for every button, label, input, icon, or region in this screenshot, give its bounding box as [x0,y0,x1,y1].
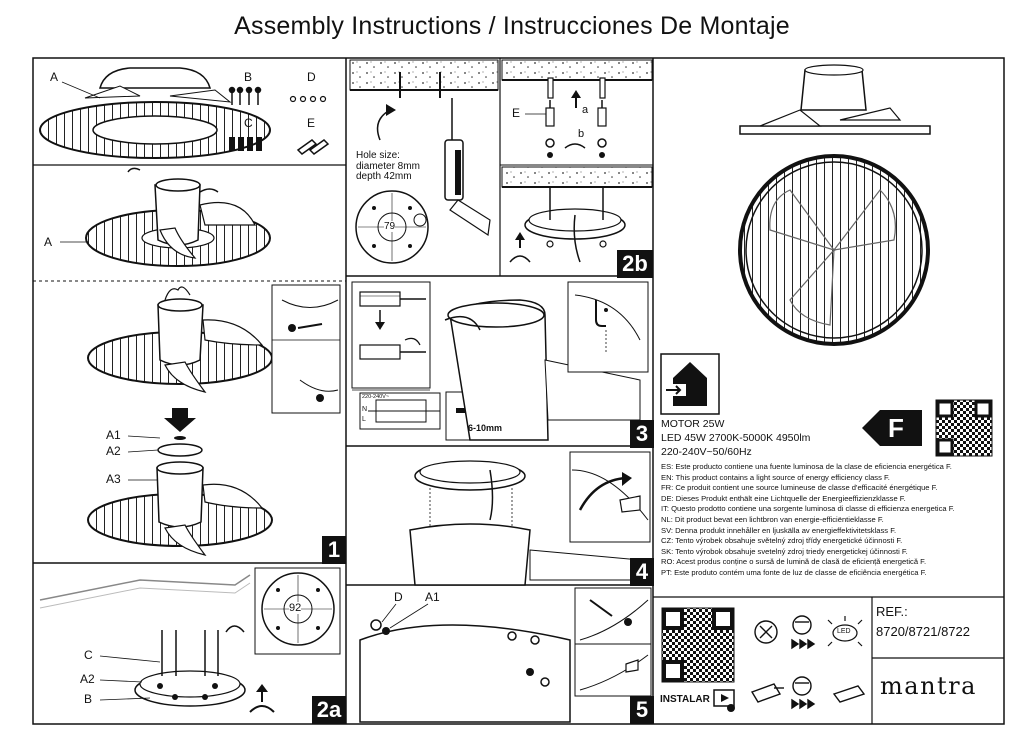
energy-line-es: ES: Este producto contiene una fuente lu… [661,462,952,471]
spec-voltage: 220-240V~50/60Hz [661,446,752,458]
label-b: B [84,692,93,706]
part-label-c: C [244,116,253,130]
led-icon-text: LED [837,628,851,635]
worker-icon [791,615,816,650]
step-number-4: 4 [630,558,654,586]
product-side-view [739,64,931,135]
label-e: E [512,106,521,120]
install-label: INSTALAR [660,694,710,705]
step-number-3: 3 [630,420,654,448]
label-a2: A2 [106,444,121,458]
label-a2-2a: A2 [80,672,95,686]
fan-label-a: A [44,235,53,249]
label-step-b: b [578,128,585,140]
energy-line-cz: CZ: Tento výrobek obsahuje světelný zdro… [661,536,903,546]
step-number-2a: 2a [312,696,346,724]
strip-length: 6-10mm [468,423,503,433]
label-d: D [394,590,403,604]
energy-line-sk: SK: Tento výrobok obsahuje svetelný zdro… [661,546,908,556]
part-label-d: D [307,70,316,84]
energy-line-ro: RO: Acest produs conține o sursă de lumi… [661,557,927,567]
install-qr-code-icon [661,607,735,683]
step1-drawing [87,284,341,556]
hole-depth: depth 42mm [356,171,412,182]
brand-logo: mantra [880,672,977,700]
energy-class-arrow-icon [862,410,922,446]
part-label-b: B [244,70,253,84]
label-c: C [84,648,93,662]
label-step-a: a [582,104,589,116]
label-a3: A3 [106,472,121,486]
step-number-2b: 2b [617,250,653,278]
energy-line-sv: SV: Denna produkt innehåller en ljuskäll… [661,525,897,535]
wiring-n: N [362,406,368,413]
template-79: 79 [384,221,396,232]
step2a-drawing [39,567,341,713]
ref-label: REF.: [876,604,908,619]
step-number-1: 1 [322,536,346,564]
spec-led: LED 45W 2700K-5000K 4950lm [661,432,811,444]
energy-line-fr: FR: Ce produit contient une source lumin… [661,483,938,493]
parts-panel [39,67,330,159]
step5-drawing [359,587,652,723]
hole-diameter: diameter 8mm [356,160,420,172]
hole-size-text: Hole size: diameter 8mm depth 42mm [356,150,420,183]
label-a1-5: A1 [425,590,440,604]
label-a1: A1 [106,428,121,442]
driver-icon [750,683,866,703]
energy-line-de: DE: Dieses Produkt enthält eine Lichtque… [661,493,906,503]
house-exit-icon [660,353,720,415]
led-icon [827,616,863,647]
hole-size-title: Hole size: [356,150,400,161]
qr-code-icon [935,399,993,457]
step2b-drawing [501,59,653,263]
energy-line-en: EN: This product contains a light source… [661,472,890,482]
product-top-view [738,154,930,346]
step4-drawing [409,451,651,586]
step-number-5: 5 [630,696,654,724]
energy-class-letter: F [888,413,904,443]
wiring-l: L [362,416,366,423]
energy-line-pt: PT: Este produto contém uma fonte de luz… [661,568,927,577]
part-label-e: E [307,116,316,130]
fan-open-drawing [60,167,271,267]
part-label-a: A [50,70,59,84]
template-92: 92 [289,602,302,614]
worker-icon-2 [791,676,816,710]
page-title: Assembly Instructions / Instrucciones De… [234,12,790,40]
ref-codes: 8720/8721/8722 [876,624,970,639]
energy-line-it: IT: Questo prodotto contiene una sorgent… [661,504,955,514]
energy-line-nl: NL: Dit product bevat een lichtbron van … [661,515,884,524]
remote-icon [754,620,778,644]
play-video-icon [713,689,735,712]
drill-drawing [349,59,499,264]
wiring-voltage: 220-240V~ [362,394,390,400]
step3-drawing [351,281,649,441]
spec-motor: MOTOR 25W [661,418,725,430]
